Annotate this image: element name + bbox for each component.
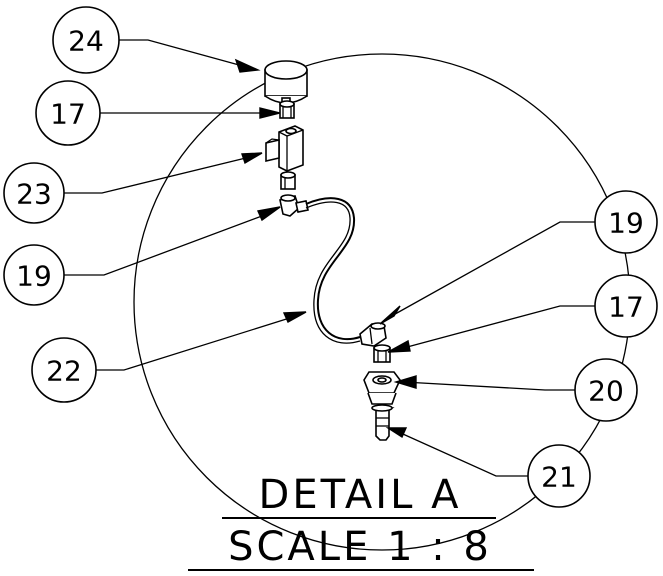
detail-scale: SCALE 1 : 8 <box>228 524 492 570</box>
hex-bushing-part <box>363 371 401 405</box>
balloon-17-lower[interactable]: 17 <box>594 274 658 338</box>
balloon-20-label: 20 <box>588 375 624 408</box>
balloon-24[interactable]: 24 <box>52 6 120 74</box>
balloon-21[interactable]: 21 <box>527 444 591 508</box>
detail-title: DETAIL A <box>259 472 462 518</box>
leader-lines <box>62 39 596 477</box>
balloon-22[interactable]: 22 <box>31 337 97 403</box>
fitting-17-lower-part <box>373 344 391 363</box>
hose-part <box>305 197 361 344</box>
fitting-below-valve-part <box>280 171 296 190</box>
balloon-17-upper-label: 17 <box>50 98 86 131</box>
valve-block-part <box>265 125 304 172</box>
balloon-17-upper[interactable]: 17 <box>35 80 101 146</box>
elbow-19-lower-part <box>359 322 387 347</box>
pressure-gauge-part <box>264 60 308 107</box>
balloon-20[interactable]: 20 <box>574 358 638 422</box>
balloon-24-label: 24 <box>68 25 104 58</box>
balloon-19-lower[interactable]: 19 <box>594 190 658 254</box>
nipple-part <box>371 404 395 441</box>
balloon-17-lower-label: 17 <box>608 291 644 324</box>
fitting-17-upper-part <box>279 100 295 119</box>
detail-title-block: DETAIL A SCALE 1 : 8 <box>188 472 534 571</box>
elbow-19-upper-part <box>279 194 309 217</box>
balloon-19-lower-label: 19 <box>608 207 644 240</box>
balloon-23[interactable]: 23 <box>3 162 65 224</box>
balloon-19-upper-label: 19 <box>16 260 52 293</box>
balloon-22-label: 22 <box>46 355 82 388</box>
balloon-21-label: 21 <box>541 461 577 494</box>
balloon-23-label: 23 <box>16 178 52 211</box>
balloon-19-upper[interactable]: 19 <box>3 244 65 306</box>
